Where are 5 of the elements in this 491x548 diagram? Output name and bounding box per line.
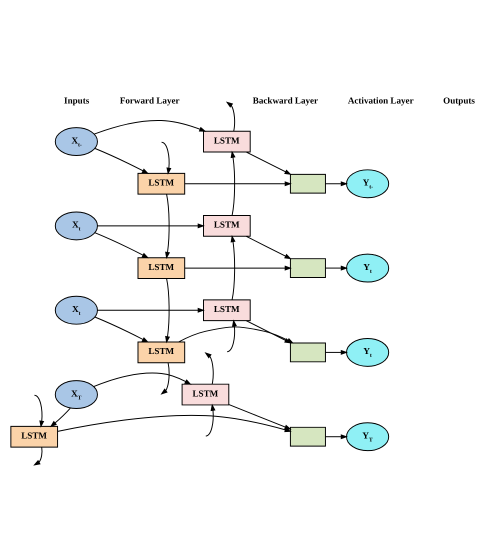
label: Activation Layer bbox=[348, 95, 414, 106]
label: Inputs bbox=[64, 95, 90, 106]
label: Forward Layer bbox=[120, 95, 180, 106]
label: Backward Layer bbox=[252, 95, 318, 106]
label: Outputs bbox=[443, 95, 475, 106]
